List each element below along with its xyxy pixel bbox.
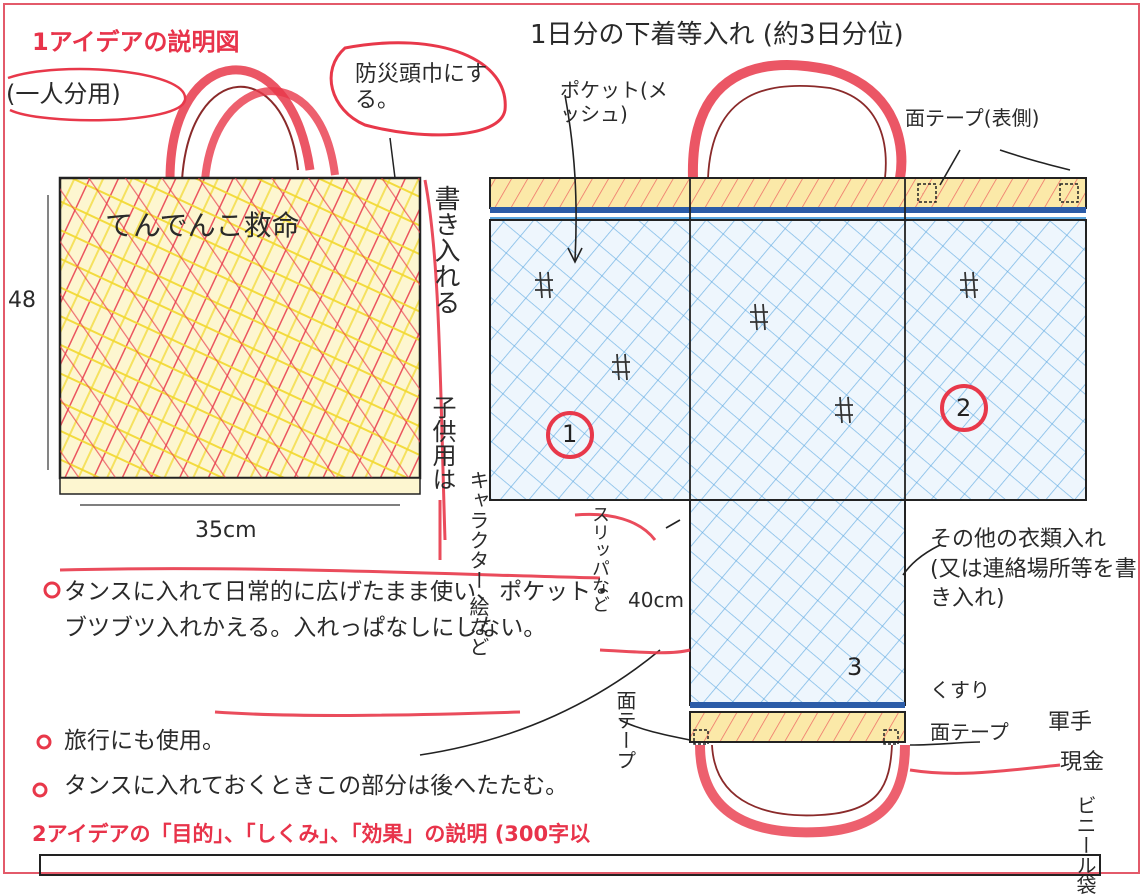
right-bag-handle-top (687, 60, 907, 179)
side-label: 書き入れる (430, 185, 460, 315)
circle-marker-1 (546, 411, 594, 459)
right-bag-bottom-panel (689, 499, 906, 706)
circle-number-1: 1 (562, 420, 578, 448)
other-clothes-note: その他の衣類入れ (又は連絡場所等を書き入れ) (930, 527, 1137, 612)
tape-label-top: 面テープ(表側) (905, 106, 1040, 130)
right-bag-top-caption: 1日分の下着等入れ (約3日分位) (530, 20, 904, 50)
medicine-label: くすり (930, 678, 990, 702)
extra-item-cash: 現金 (1060, 750, 1105, 775)
circle-marker-2 (940, 384, 988, 432)
child-note-2: キャラクター 絵など (466, 470, 490, 657)
callout-bubble (329, 41, 507, 137)
page-frame (3, 3, 1140, 874)
right-bag-handle-bottom (695, 744, 910, 838)
note-3: タンスに入れておくときこの部分は後へたたむ。 (64, 773, 569, 799)
section1-heading: 1アイデアの説明図 (32, 28, 240, 56)
left-bag-callout: 防災頭巾にする。 (355, 62, 488, 114)
note-2: 旅行にも使用。 (64, 728, 225, 754)
circle-number-2: 2 (956, 394, 972, 422)
left-bag-face-text: てんでんこ救命 (105, 209, 300, 242)
child-note: 子供用は (428, 395, 456, 491)
right-bag-front-panel (489, 219, 1087, 501)
pocket-label: ポケット(メッシュ) (560, 78, 668, 126)
sketch-canvas (7, 41, 1101, 876)
forty-label: 40cm (628, 588, 684, 612)
circle-number-3: 3 (847, 653, 863, 681)
left-bag-height-label: 48 (8, 288, 36, 313)
tape-label-bottom: 面テープ (930, 720, 1009, 744)
slip-note: スリッパなど (589, 505, 610, 613)
extra-item-bag: ビニール袋 (1073, 795, 1097, 895)
section2-heading: 2アイデアの「目的」、「しくみ」、「効果」の説明 (300字以 (32, 822, 591, 846)
left-bag-handle (165, 65, 315, 181)
extra-item-gloves: 軍手 (1048, 710, 1093, 735)
note-1: タンスに入れて日常的に広げたまま使い、ポケット・ブツブツ入れかえる。入れっぱなし… (64, 579, 615, 641)
left-bag-caption: (一人分用) (6, 80, 121, 108)
left-bag-width-label: 35cm (195, 518, 257, 543)
tape-label-left: 面テープ (613, 690, 637, 770)
